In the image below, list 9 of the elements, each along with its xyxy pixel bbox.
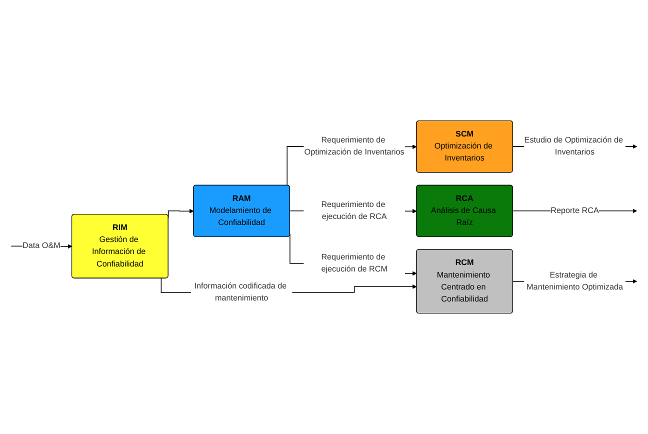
edge-label: Información codificada de mantenimiento bbox=[194, 282, 287, 303]
edge-label: Requerimiento de ejecución de RCM bbox=[321, 252, 388, 274]
edge-label: Requerimiento de ejecución de RCA bbox=[321, 200, 387, 222]
arrow bbox=[168, 208, 194, 218]
edge-label: Requerimiento de Optimización de Inventarios bbox=[304, 136, 404, 157]
edge-label: Estrategia de Mantenimiento Optimizada bbox=[526, 270, 623, 292]
edge-label: Estudio de Optimización de Inventarios bbox=[524, 136, 623, 157]
edge-label: Data O&M bbox=[22, 242, 60, 250]
edge-label: Reporte RCA bbox=[550, 206, 599, 215]
